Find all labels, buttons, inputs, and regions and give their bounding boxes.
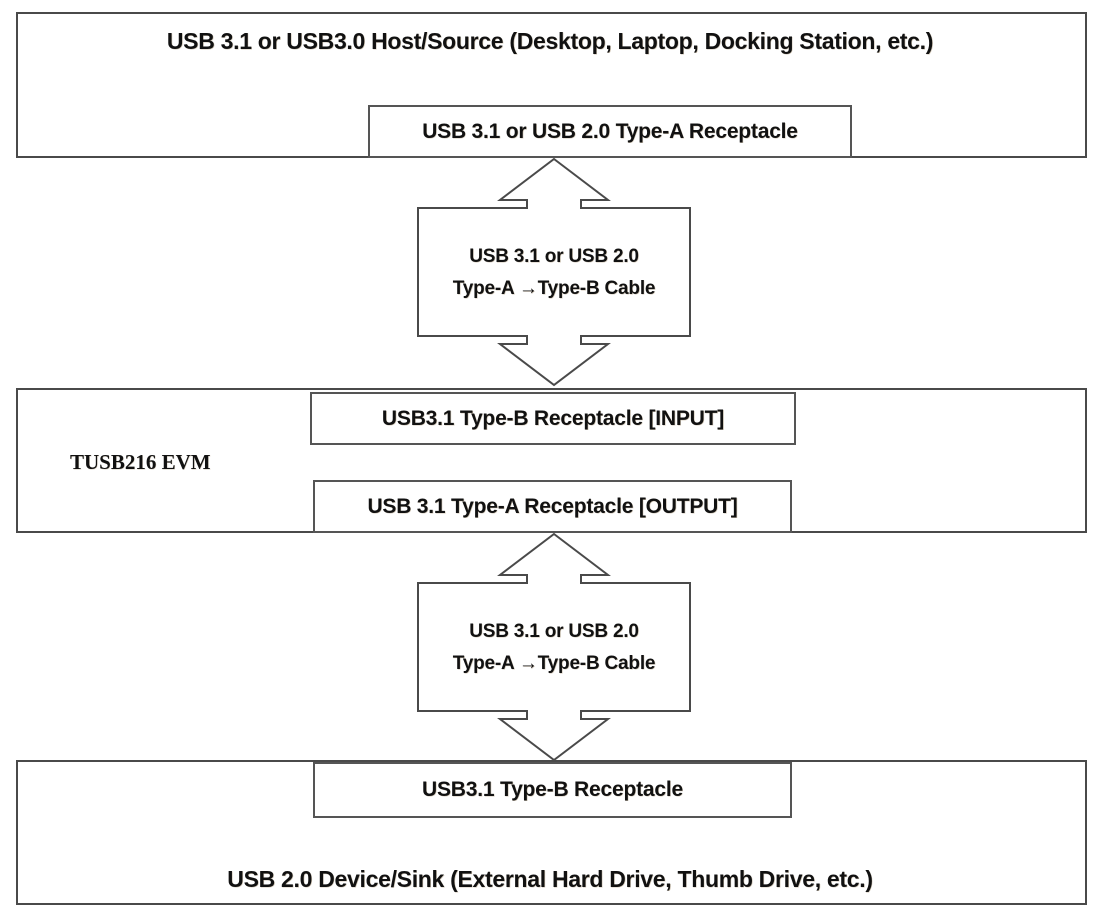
cable-bottom: USB 3.1 or USB 2.0 Type-A →Type-B Cable [417,532,691,762]
device-type-b-receptacle: USB3.1 Type-B Receptacle [313,762,792,818]
evm-input-receptacle-label: USB3.1 Type-B Receptacle [INPUT] [381,406,725,430]
evm-panel-label: TUSB216 EVM [70,450,211,474]
device-panel-title: USB 2.0 Device/Sink (External Hard Drive… [227,866,873,892]
evm-output-receptacle: USB 3.1 Type-A Receptacle [OUTPUT] [313,480,792,533]
evm-output-receptacle-label: USB 3.1 Type-A Receptacle [OUTPUT] [367,494,738,518]
evm-input-receptacle: USB3.1 Type-B Receptacle [INPUT] [310,392,796,445]
host-type-a-receptacle-label: USB 3.1 or USB 2.0 Type-A Receptacle [422,119,798,143]
cable-top: USB 3.1 or USB 2.0 Type-A →Type-B Cable [417,157,691,387]
host-panel-title: USB 3.1 or USB3.0 Host/Source (Desktop, … [166,28,934,54]
host-type-a-receptacle: USB 3.1 or USB 2.0 Type-A Receptacle [368,105,852,158]
cable-top-arrow-shape [417,157,691,387]
cable-bottom-arrow-shape [417,532,691,762]
device-type-b-receptacle-label: USB3.1 Type-B Receptacle [422,778,683,801]
